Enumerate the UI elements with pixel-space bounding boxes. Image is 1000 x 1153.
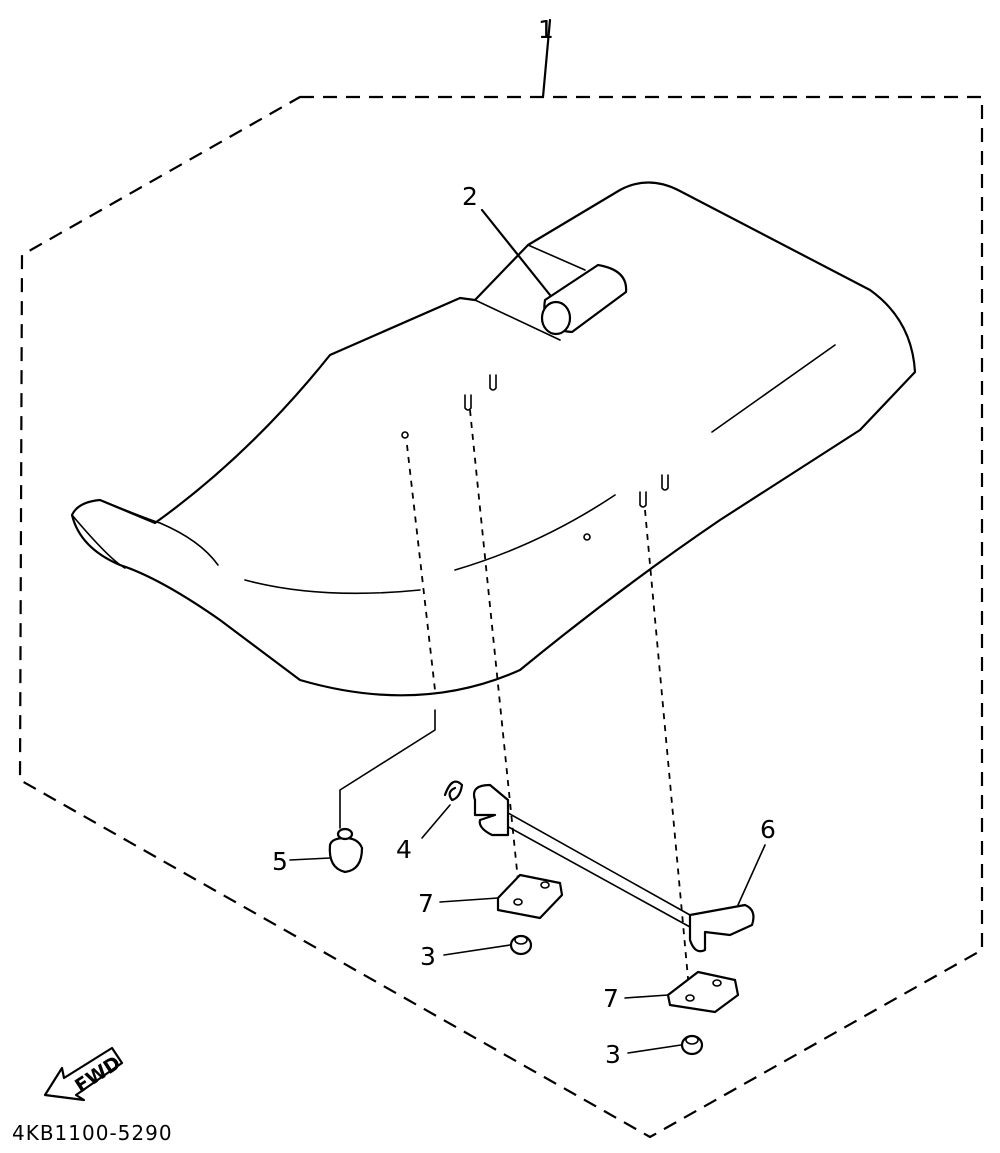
leader-line-4	[421, 804, 451, 839]
alignment-line-7a	[469, 409, 521, 901]
drawing-number: 4KB1100-5290	[12, 1121, 173, 1145]
seat-strap	[540, 263, 628, 336]
seat-top-line	[711, 344, 836, 433]
leader-line-1	[541, 18, 552, 99]
seat-side-line	[244, 579, 421, 595]
alignment-line-7b	[644, 509, 691, 1001]
seat-side-line-2	[454, 494, 616, 571]
clip	[443, 780, 464, 802]
seat-studs	[401, 374, 669, 541]
leader-line-7b	[624, 994, 669, 999]
callout-2: 2	[462, 182, 478, 211]
callout-7b: 7	[603, 984, 619, 1013]
callout-3a: 3	[420, 942, 436, 971]
seat	[70, 181, 917, 697]
seat-rear-hump	[474, 244, 586, 341]
seat-outline	[70, 181, 917, 697]
seat-damper	[328, 827, 364, 874]
leader-line-7a	[439, 897, 499, 903]
callout-5: 5	[272, 847, 288, 876]
fwd-arrow-icon: FWD	[43, 1046, 125, 1102]
seat-front-lip	[71, 499, 219, 569]
assembly-boundary	[18, 95, 984, 1139]
leader-line-6	[737, 844, 766, 906]
seat-lock-assembly	[472, 783, 755, 953]
callout-3b: 3	[605, 1040, 621, 1069]
callout-4: 4	[396, 835, 412, 864]
leader-line-5	[289, 857, 331, 861]
leader-line-2	[480, 208, 552, 297]
callout-6: 6	[760, 815, 776, 844]
nut-lower	[680, 1034, 704, 1056]
nut-upper	[509, 934, 533, 956]
leader-line-3b	[627, 1044, 682, 1054]
leader-line-5-path	[339, 709, 436, 829]
callout-7a: 7	[418, 889, 434, 918]
callout-1: 1	[538, 15, 554, 44]
bracket-upper	[496, 873, 564, 920]
alignment-line-5	[406, 444, 436, 691]
leader-line-3a	[443, 944, 511, 956]
bracket-lower	[666, 970, 740, 1014]
